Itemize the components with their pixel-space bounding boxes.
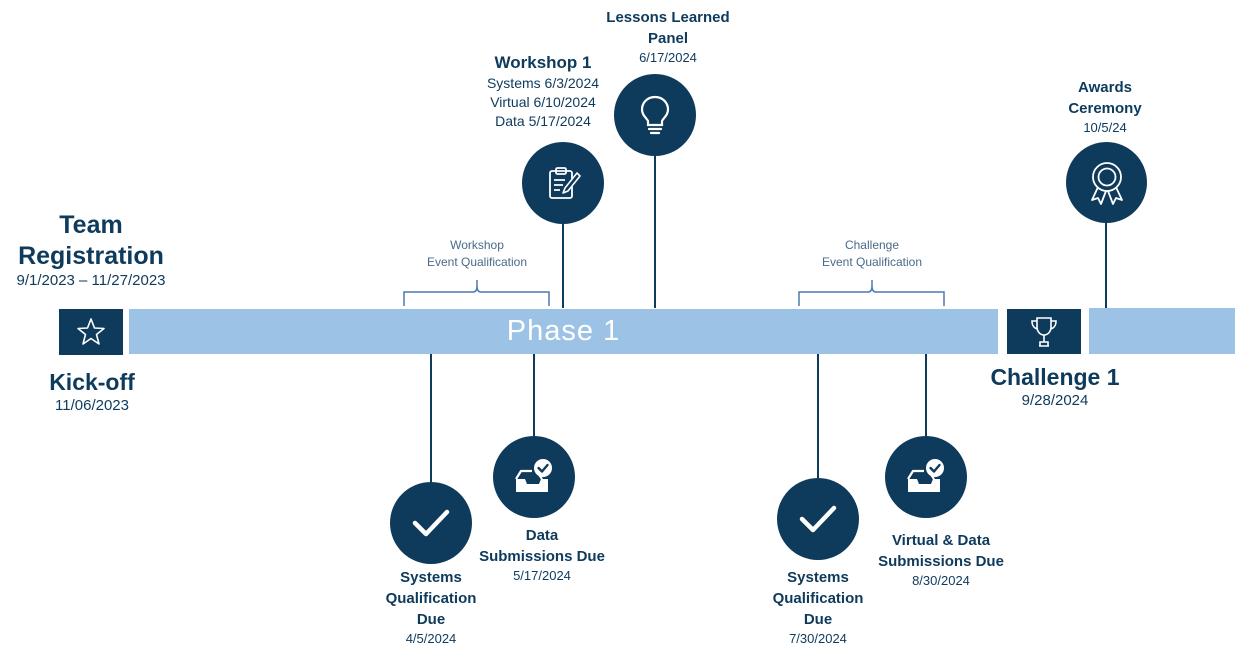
sys-qual-2-circle (777, 478, 859, 560)
data-sub-line2: Submissions Due (479, 548, 605, 565)
challenge-qualification: Challenge Event Qualification (775, 237, 969, 271)
inbox-check-icon (907, 459, 944, 492)
vd-sub-date: 8/30/2024 (912, 573, 970, 588)
lessons-connector (654, 156, 656, 308)
workshop-title: Workshop 1 (494, 53, 592, 72)
lessons-circle (614, 74, 696, 156)
workshop-qualification: Workshop Event Qualification (380, 237, 574, 271)
data-sub-label: Data Submissions Due 5/17/2024 (458, 525, 626, 585)
clipboard-icon (549, 167, 581, 199)
workshop-line3: Data 5/17/2024 (495, 113, 591, 129)
sys-qual-1-line2: Qualification (385, 590, 477, 607)
data-sub-line1: Data (525, 527, 559, 544)
post-challenge-bar (1089, 308, 1235, 354)
challenge-label: Challenge 1 9/28/2024 (975, 362, 1135, 410)
sys-qual-1-date: 4/5/2024 (405, 631, 457, 646)
team-registration: Team Registration 9/1/2023 – 11/27/2023 (0, 210, 182, 290)
data-sub-circle (493, 436, 575, 518)
workshop-label: Workshop 1 Systems 6/3/2024 Virtual 6/10… (468, 52, 618, 131)
sys-qual-1-connector (430, 354, 432, 484)
challenge-trophy-box (1007, 309, 1081, 354)
awards-title-1: Awards (1078, 79, 1132, 96)
trophy-icon (1031, 316, 1057, 347)
awards-title-2: Ceremony (1068, 100, 1142, 117)
sys-qual-2-connector (817, 354, 819, 480)
team-registration-title-2: Registration (18, 242, 164, 270)
awards-date: 10/5/24 (1083, 120, 1127, 135)
sys-qual-2-line3: Due (803, 611, 833, 628)
ribbon-medal-icon (1090, 161, 1123, 205)
challenge-qual-line1: Challenge (844, 238, 900, 252)
sys-qual-1-line3: Due (416, 611, 446, 628)
lessons-label: Lessons Learned Panel 6/17/2024 (583, 7, 753, 67)
workshop-qual-line1: Workshop (450, 238, 504, 252)
lightbulb-icon (640, 95, 670, 135)
workshop-qualification-bracket (403, 280, 550, 306)
checkmark-icon (799, 505, 837, 533)
kickoff-date: 11/06/2023 (55, 397, 129, 414)
phase-bar: Phase 1 (129, 309, 998, 354)
kickoff-star-box (59, 309, 123, 355)
phase-label: Phase 1 (506, 315, 621, 347)
sys-qual-1-circle (390, 482, 472, 564)
lessons-date: 6/17/2024 (639, 50, 697, 65)
sys-qual-2-line1: Systems (787, 569, 849, 586)
challenge-qual-line2: Event Qualification (821, 255, 923, 269)
awards-circle (1066, 142, 1147, 223)
vd-sub-connector (925, 354, 927, 438)
workshop-circle (522, 142, 604, 224)
sys-qual-2-line2: Qualification (772, 590, 864, 607)
workshop-qual-line2: Event Qualification (426, 255, 528, 269)
sys-qual-1-line1: Systems (400, 569, 462, 586)
team-registration-title-1: Team (59, 211, 123, 239)
vd-sub-circle (885, 436, 967, 518)
team-registration-date: 9/1/2023 – 11/27/2023 (16, 272, 166, 289)
vd-sub-line1: Virtual & Data (891, 532, 991, 549)
challenge-title: Challenge 1 (990, 364, 1120, 390)
vd-sub-line2: Submissions Due (878, 553, 1004, 570)
awards-connector (1105, 223, 1107, 308)
star-icon (77, 318, 105, 345)
challenge-date: 9/28/2024 (1021, 392, 1089, 409)
workshop-line1: Systems 6/3/2024 (486, 75, 600, 91)
kickoff-title: Kick-off (49, 369, 135, 395)
challenge-qualification-bracket (798, 280, 945, 306)
data-sub-date: 5/17/2024 (513, 568, 571, 583)
inbox-check-icon (515, 459, 552, 492)
sys-qual-2-label: Systems Qualification Due 7/30/2024 (743, 567, 893, 648)
lessons-title-2: Panel (647, 30, 689, 47)
checkmark-icon (412, 509, 450, 537)
sys-qual-1-label: Systems Qualification Due 4/5/2024 (356, 567, 506, 648)
workshop-connector (562, 224, 564, 308)
vd-sub-label: Virtual & Data Submissions Due 8/30/2024 (850, 530, 1032, 590)
lessons-title-1: Lessons Learned (606, 9, 730, 26)
sys-qual-2-date: 7/30/2024 (789, 631, 847, 646)
kickoff-label: Kick-off 11/06/2023 (18, 367, 166, 415)
workshop-line2: Virtual 6/10/2024 (490, 94, 596, 110)
awards-label: Awards Ceremony 10/5/24 (1040, 77, 1170, 137)
data-sub-connector (533, 354, 535, 438)
